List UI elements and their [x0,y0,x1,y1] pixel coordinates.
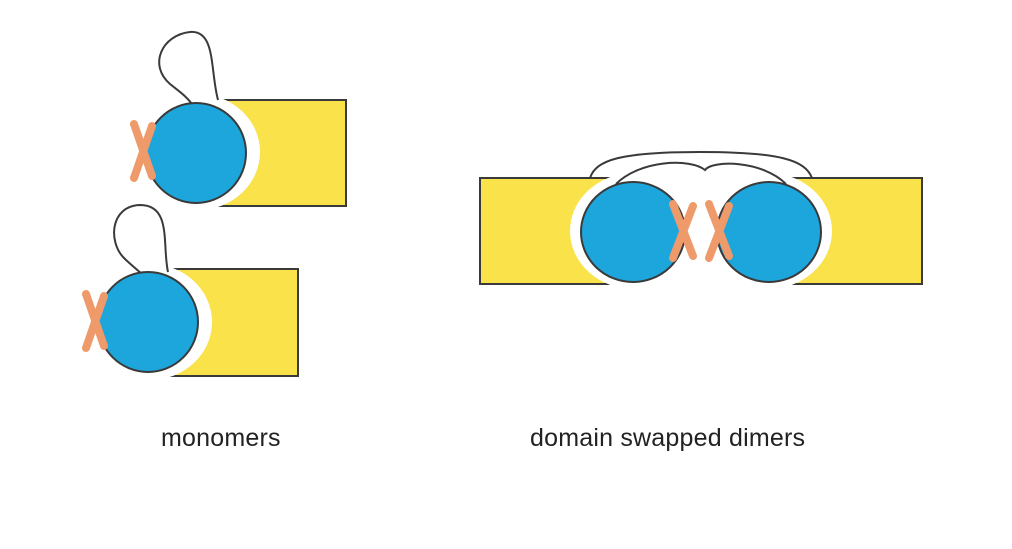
monomer-top [130,30,347,210]
blue-domain-right [716,181,822,283]
monomer-bottom [82,203,299,380]
hinge-loop [113,203,169,277]
cross-mark-icon [705,200,733,262]
hinge-loop [158,30,219,105]
blue-domain [145,102,247,204]
domain-swapped-dimer [479,150,923,289]
swapped-hinge-inner [615,161,787,185]
caption-domain-swapped-dimers: domain swapped dimers [530,424,806,452]
swapped-hinge-outer [589,150,813,179]
blue-domain-left [580,181,686,283]
blue-domain [97,271,199,373]
cross-mark-icon [82,290,108,352]
cross-mark-icon [669,200,697,262]
cross-mark-icon [130,120,156,182]
caption-monomers: monomers [161,424,281,452]
